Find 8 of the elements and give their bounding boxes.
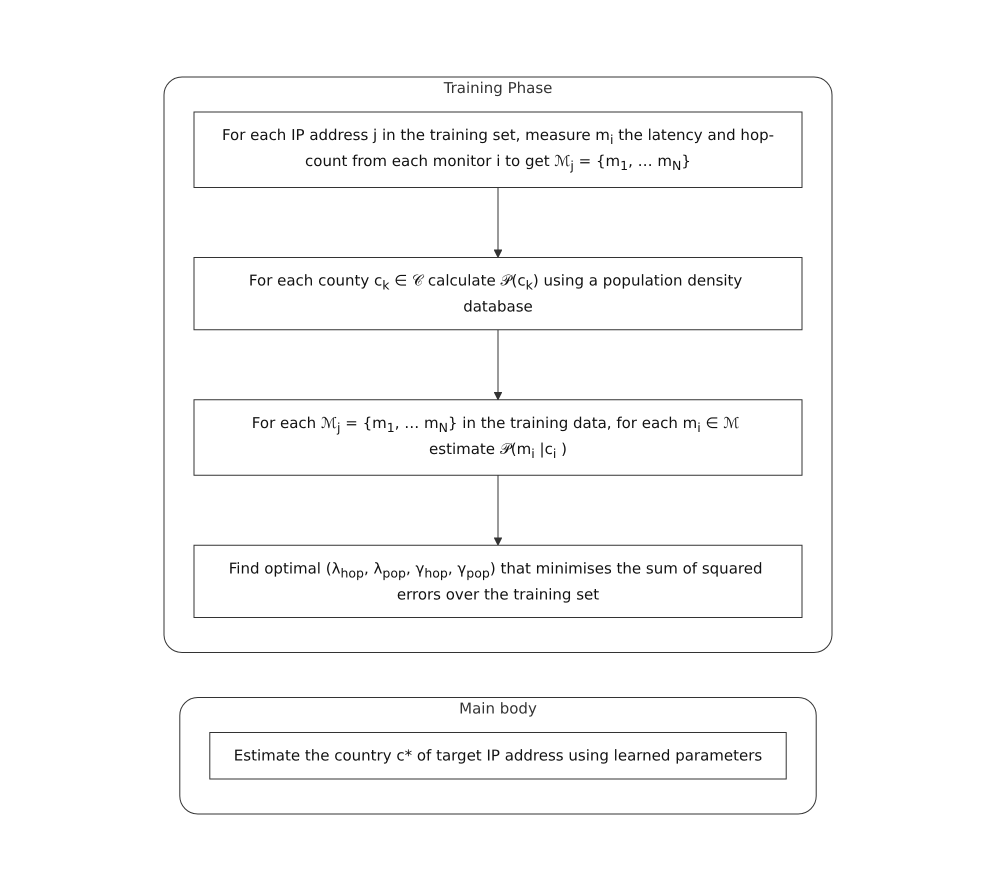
- node-box: Find optimal (λ$_{hop}$, λ$_{pop}$, γ$_{hop}$, γ$_{pop}$) that minimises the sum of squared errors over the training set: [193, 544, 802, 618]
- node-box: For each ℳ$_{j}$ = {m$_{1}$, … m$_{N}$} in the training data, for each m$_{i}$ ∈ ℳ estimate 𝒫(m$_{i}$ |c$_{i}$ ): [193, 399, 802, 476]
- arrow: [493, 474, 502, 546]
- node-box: Estimate the country c* of target IP address using learned parameters: [208, 732, 786, 780]
- node-box: For each IP address j in the training set, measure m$_{i}$ the latency and hop-count from each monitor i to get ℳ$_{j}$ = {m$_{1}$, … m$_{N}$}: [193, 112, 802, 188]
- arrow: [493, 329, 502, 400]
- arrow: [493, 187, 502, 258]
- node-box: For each county c$_{k}$ ∈ 𝒞 calculate 𝒫(c$_{k}$) using a population density database: [193, 257, 802, 330]
